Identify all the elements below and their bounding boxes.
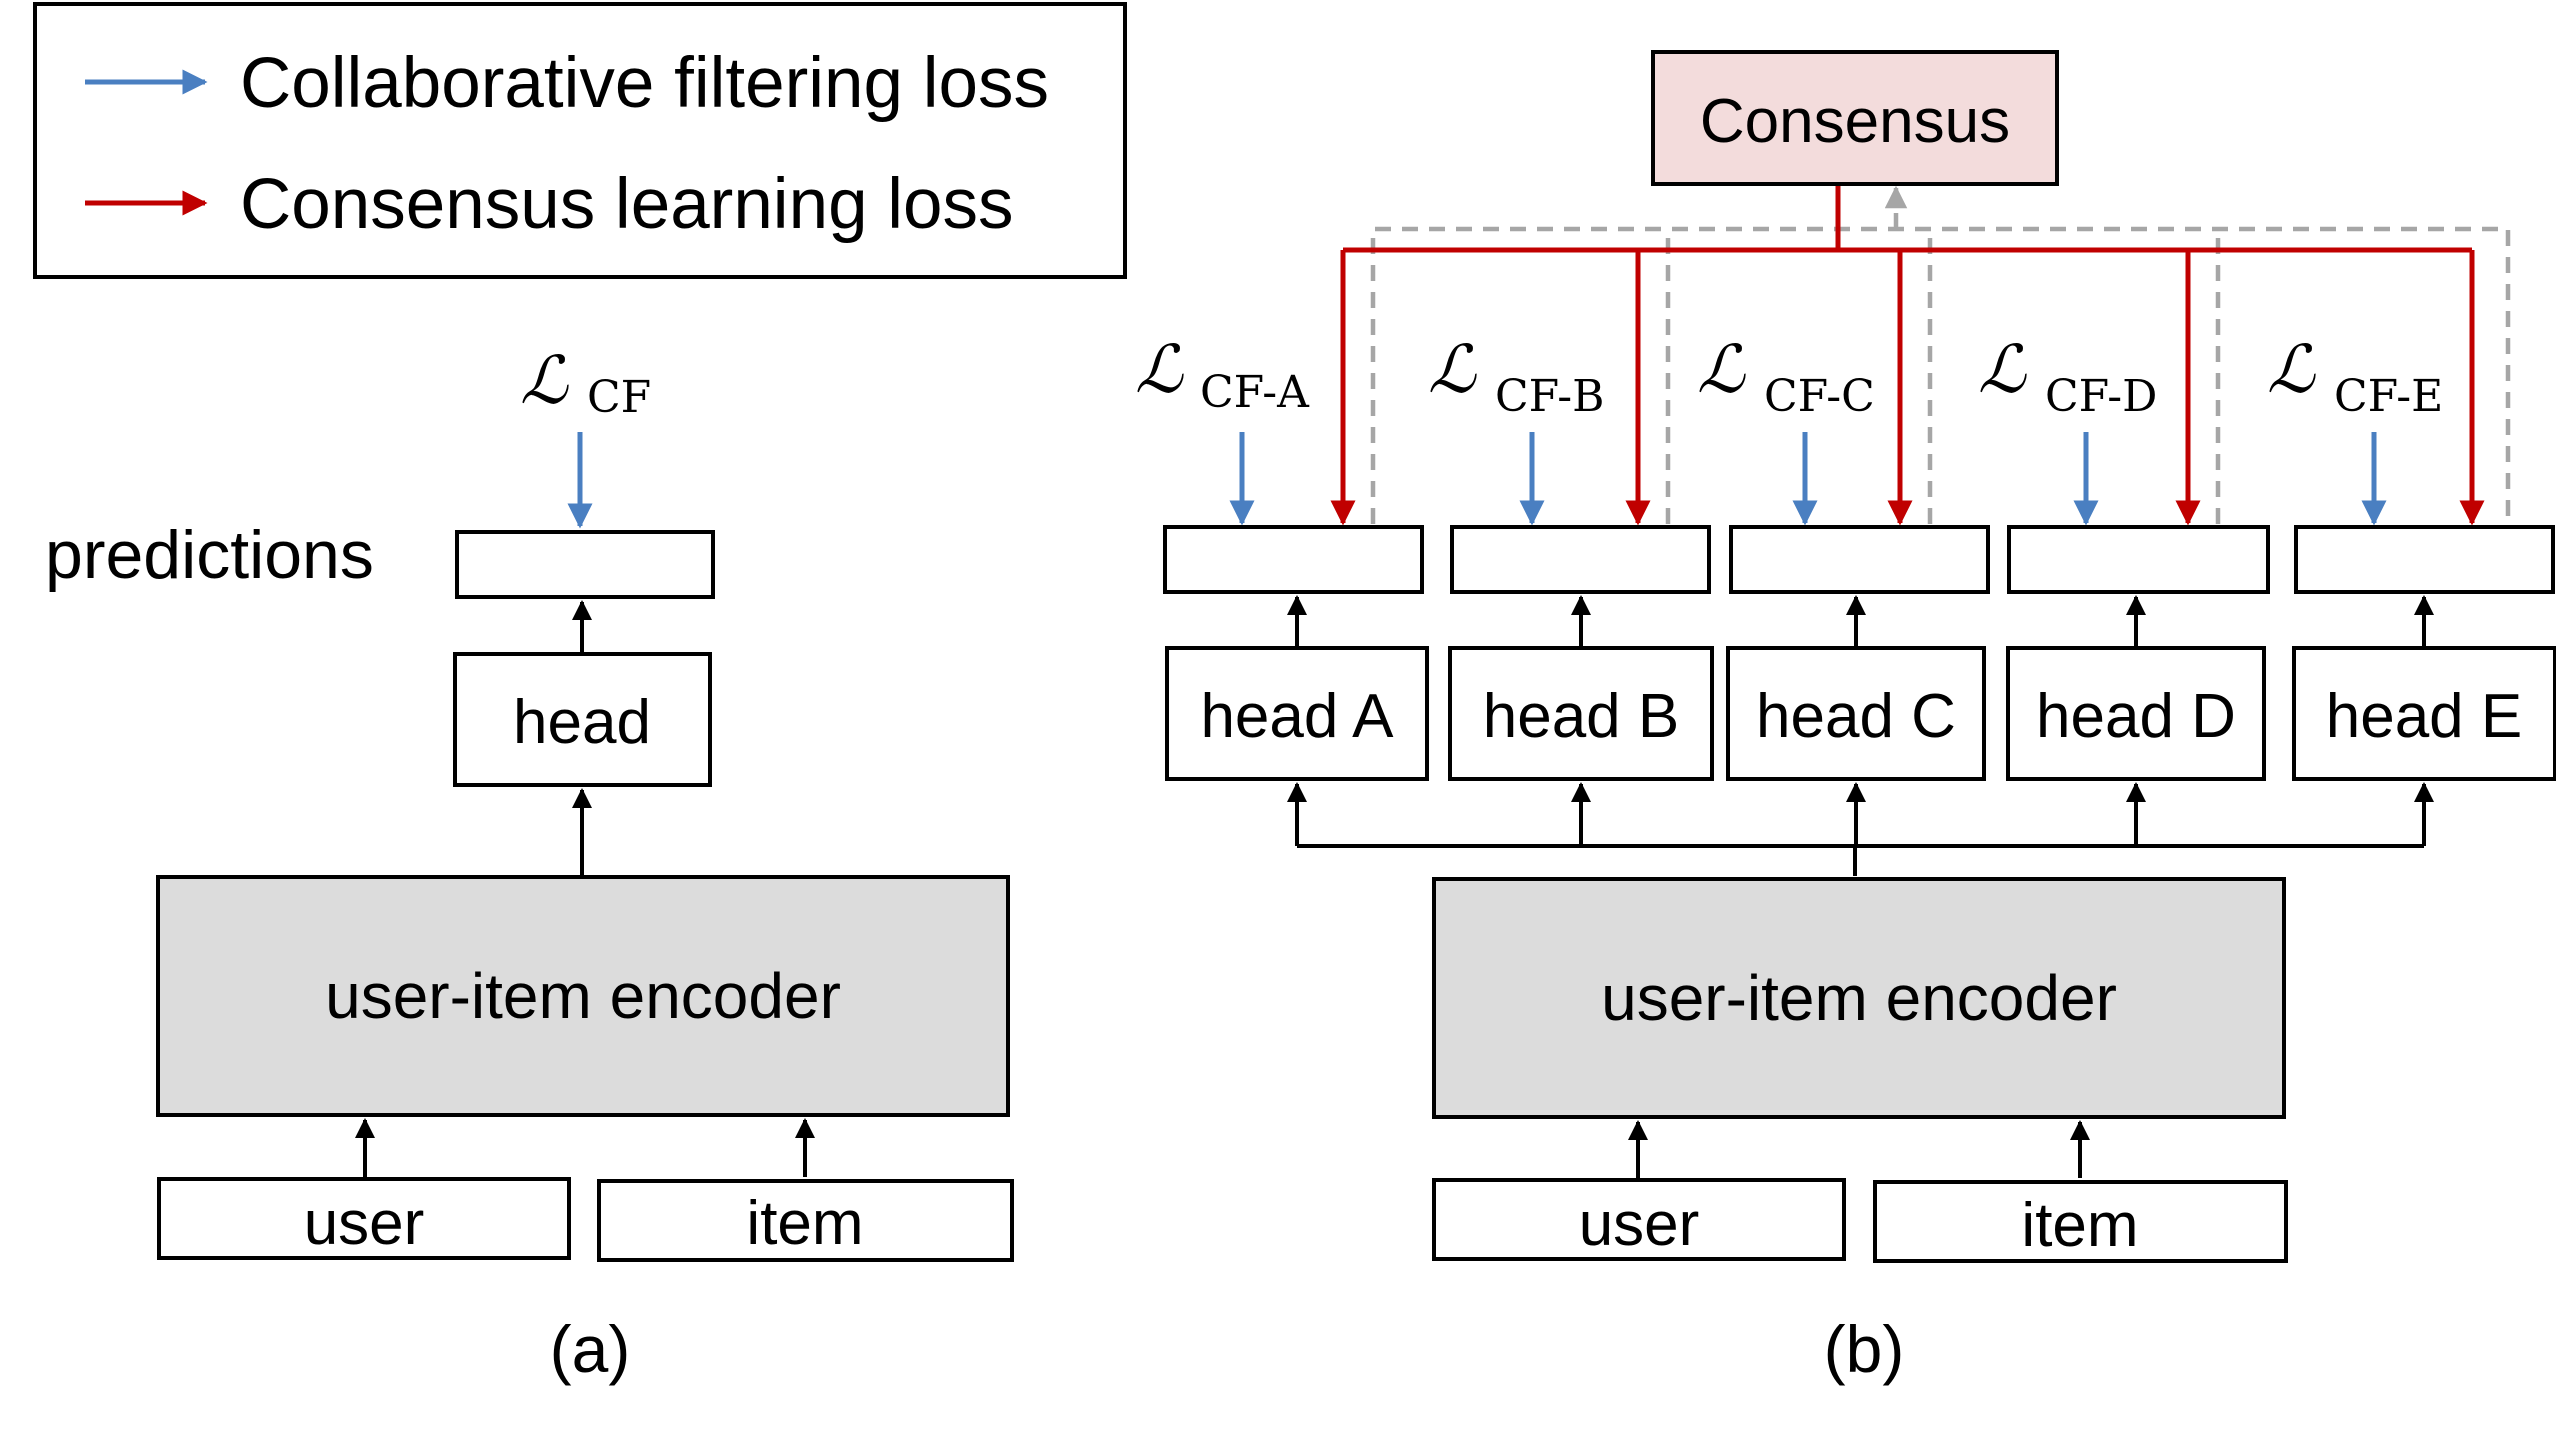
legend-cf-label: Collaborative filtering loss — [240, 44, 1049, 123]
loss-b-symbol: ℒ — [1428, 331, 1477, 408]
head-column-a: ℒ CF-A head A — [1135, 331, 1429, 781]
consensus-label: Consensus — [1700, 87, 2010, 156]
panel-a-user-box — [157, 1177, 571, 1260]
feedback-bus-outer — [1370, 226, 2511, 524]
panel-b-encoder-box — [1432, 877, 2286, 1119]
panel-a-caption: (a) — [550, 1312, 631, 1386]
head-label-d: head D — [2036, 682, 2236, 751]
panel-a-loss-subscript: CF — [587, 372, 651, 423]
prediction-box-b — [1450, 525, 1711, 594]
head-column-b: ℒ CF-B head B — [1428, 331, 1714, 781]
loss-a-subscript: CF-A — [1200, 367, 1310, 418]
panel-b-user-label: user — [1579, 1190, 1700, 1259]
head-box-e — [2292, 646, 2556, 781]
panel-a: ℒ CF predictions head user-item encoder … — [45, 342, 1014, 1386]
loss-c-symbol: ℒ — [1697, 331, 1746, 408]
panel-b: Consensus ℒ CF-A head A — [1135, 50, 2556, 1386]
head-label-a: head A — [1200, 682, 1394, 751]
panel-a-item-box — [597, 1179, 1014, 1262]
prediction-box-e — [2294, 525, 2555, 594]
panel-a-head-box — [453, 652, 712, 787]
prediction-box-a — [1163, 525, 1424, 594]
panel-b-caption: (b) — [1824, 1312, 1905, 1386]
panel-a-item-label: item — [746, 1189, 863, 1258]
panel-a-predictions-label: predictions — [45, 517, 374, 593]
loss-e-subscript: CF-E — [2334, 371, 2443, 422]
encoder-distribution — [1287, 782, 2434, 876]
head-box-b — [1448, 646, 1714, 781]
loss-e-symbol: ℒ — [2267, 331, 2316, 408]
loss-b-subscript: CF-B — [1495, 371, 1604, 422]
head-column-d: ℒ CF-D head D — [1978, 331, 2270, 781]
panel-a-loss-symbol: ℒ — [520, 342, 569, 419]
loss-d-symbol: ℒ — [1978, 331, 2027, 408]
panel-b-item-box — [1873, 1180, 2288, 1263]
panel-b-item-label: item — [2021, 1191, 2138, 1260]
prediction-box-c — [1729, 525, 1990, 594]
head-column-e: ℒ CF-E head E — [2267, 331, 2556, 781]
legend: Collaborative filtering loss Consensus l… — [33, 2, 1127, 279]
panel-a-encoder-label: user-item encoder — [325, 960, 841, 1032]
panel-a-encoder-box — [156, 875, 1010, 1117]
legend-frame — [33, 2, 1127, 279]
loss-c-subscript: CF-C — [1764, 371, 1875, 422]
prediction-box-d — [2007, 525, 2270, 594]
head-label-b: head B — [1483, 682, 1680, 751]
loss-a-symbol: ℒ — [1135, 331, 1184, 408]
consensus-box — [1651, 50, 2059, 186]
head-label-e: head E — [2326, 682, 2523, 751]
panel-a-user-label: user — [304, 1189, 425, 1258]
head-column-c: ℒ CF-C head C — [1697, 331, 1990, 781]
head-box-a — [1165, 646, 1429, 781]
head-box-d — [2006, 646, 2266, 781]
consensus-feedback-lines — [1370, 185, 2511, 524]
consensus-loss-lines — [1330, 186, 2485, 526]
head-label-c: head C — [1756, 682, 1956, 751]
panel-b-encoder-label: user-item encoder — [1601, 962, 2117, 1034]
head-box-c — [1726, 646, 1986, 781]
loss-d-subscript: CF-D — [2045, 371, 2157, 422]
legend-consensus-label: Consensus learning loss — [240, 165, 1014, 244]
panel-b-user-box — [1432, 1178, 1846, 1261]
panel-a-prediction-box — [455, 530, 715, 599]
panel-a-head-label: head — [513, 688, 651, 757]
